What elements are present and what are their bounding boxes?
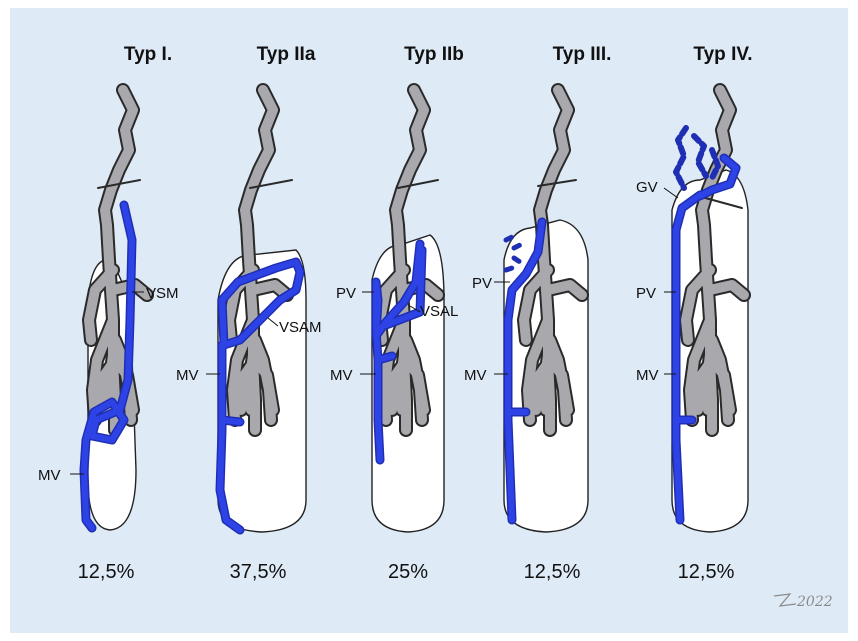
type-3-label-pv: PV [472, 275, 492, 292]
type-2a-label-vsam: VSAM [279, 319, 322, 336]
type-4-label-gv: GV [636, 179, 658, 196]
type-2a-percent: 37,5% [230, 561, 287, 583]
type-4-label-mv: MV [636, 367, 659, 384]
type-1-label-vsm: VSM [146, 285, 179, 302]
type-3-title: Typ III. [553, 44, 612, 65]
type-3-label-mv: MV [464, 367, 487, 384]
type-4-drawing: GV PV MV [636, 90, 748, 532]
type-2a-label-mv: MV [176, 367, 199, 384]
type-2b-drawing: PV VSAL MV [330, 90, 458, 532]
type-2b-label-vsal: VSAL [420, 303, 458, 320]
type-1-percent: 12,5% [78, 561, 135, 583]
type-1-label-mv: MV [38, 467, 61, 484]
type-3-drawing: PV MV [464, 90, 588, 532]
type-2b-label-mv: MV [330, 367, 353, 384]
signature-year: 2022 [796, 594, 833, 610]
type-4-dashed-veins [676, 128, 718, 188]
type-4-label-pv: PV [636, 285, 656, 302]
type-2b-title: Typ IIb [404, 44, 464, 65]
type-2a-drawing: VSAM MV [176, 90, 322, 532]
type-4-percent: 12,5% [678, 561, 735, 583]
type-1-drawing: VSM MV [38, 90, 179, 530]
type-4-title: Typ IV. [693, 44, 752, 65]
signature-mark [774, 594, 796, 606]
type-2a-title: Typ IIa [257, 44, 316, 65]
type-1-title: Typ I. [124, 44, 172, 65]
type-2b-percent: 25% [388, 561, 428, 583]
type-2b-label-pv: PV [336, 285, 356, 302]
type-3-percent: 12,5% [524, 561, 581, 583]
